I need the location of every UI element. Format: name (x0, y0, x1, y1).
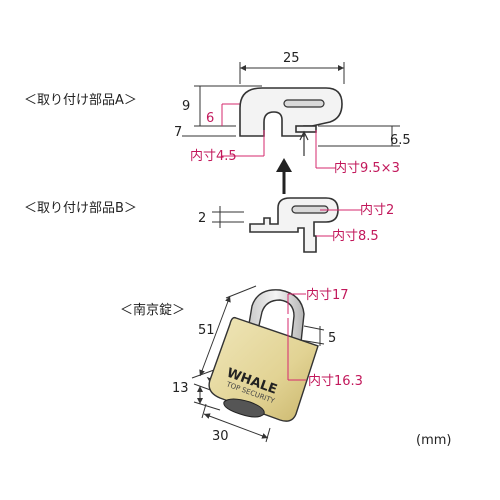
part-a-inner-slot-label: 内寸9.5×3 (334, 160, 400, 176)
part-a-inner-slot-dimension: 内寸9.5×3 (315, 130, 400, 176)
padlock-shackle-dia-label: 5 (328, 331, 336, 346)
part-a-width-label: 25 (283, 51, 300, 66)
up-arrow-icon (276, 158, 292, 194)
padlock-height-label: 51 (198, 323, 215, 338)
padlock-height-dimension: 51 (191, 285, 257, 379)
part-a-inner-hook-label: 内寸4.5 (190, 148, 237, 164)
part-a-height-dimension: 9 7 (174, 85, 262, 140)
padlock-body (208, 316, 319, 422)
part-a-body (239, 87, 343, 137)
part-b-inner-pin-label: 内寸8.5 (332, 228, 379, 244)
padlock-inner-height-label: 内寸16.3 (308, 373, 363, 389)
part-b-inner-pin-dimension: 内寸8.5 (316, 228, 379, 244)
part-a-bottom-label: 7 (174, 125, 182, 140)
part-a-tab (295, 125, 317, 133)
part-a-height-label: 9 (182, 99, 190, 114)
padlock-inner-width-label: 内寸17 (306, 287, 349, 303)
part-b-header: ＜取り付け部品B＞ (24, 201, 137, 216)
padlock-inner-height-dimension: 内寸16.3 (287, 318, 363, 389)
part-a-width-dimension: 25 (239, 51, 345, 84)
padlock-header: ＜南京錠＞ (120, 302, 185, 318)
padlock-width-label: 30 (212, 429, 229, 444)
padlock-group: ＜南京錠＞ 51 13 WHALE TOP SECURITY (120, 285, 363, 444)
part-a-right-label: 6.5 (390, 133, 411, 148)
padlock-width-dimension: 30 (201, 403, 271, 444)
part-b-group: ＜取り付け部品B＞ 2 内寸2 内寸8.5 (24, 197, 394, 253)
padlock-inner-width-dimension: 内寸17 (287, 287, 349, 314)
part-b-thickness-dimension: 2 (198, 206, 244, 228)
padlock-shackle-dia-dimension: 5 (299, 325, 336, 346)
part-a-slot-depth-label: 6 (206, 111, 214, 126)
part-a-right-dimension: 6.5 (318, 125, 411, 148)
part-a-header: ＜取り付け部品A＞ (24, 93, 137, 108)
part-b-thickness-label: 2 (198, 211, 206, 226)
padlock-depth-label: 13 (172, 381, 189, 396)
unit-label: (mm) (416, 433, 451, 448)
part-b-inner-slot-dimension: 内寸2 (320, 202, 394, 218)
part-b-inner-slot-label: 内寸2 (360, 202, 394, 218)
insert-arrow-icon (299, 130, 309, 156)
part-a-inner-hook-dimension: 内寸4.5 (190, 130, 265, 164)
part-a-slot (283, 99, 325, 108)
part-a-group: ＜取り付け部品A＞ 25 9 7 6 (24, 51, 411, 176)
